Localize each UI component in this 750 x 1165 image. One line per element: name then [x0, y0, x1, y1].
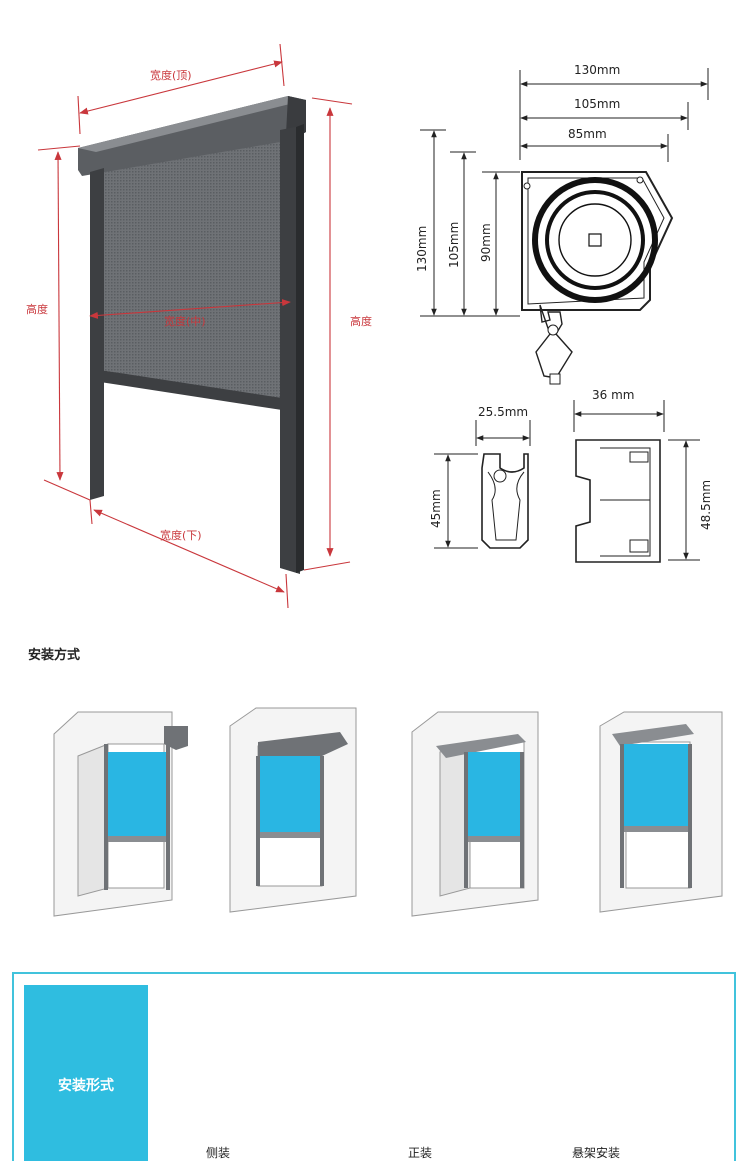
width-bottom-label: 宽度(下)	[160, 528, 202, 542]
install-way-1	[53, 711, 188, 917]
cassette-h130-label: 130mm	[415, 226, 429, 272]
cassette-section	[521, 171, 674, 385]
mount-form-badge: 安装形式	[24, 985, 148, 1161]
mount-front-label: 正装	[408, 1146, 433, 1160]
width-middle-label: 宽度(中)	[164, 314, 206, 328]
right-post	[280, 126, 300, 574]
rail-45-label: 45mm	[429, 489, 443, 528]
left-post	[90, 168, 104, 500]
rail-48-label: 48.5mm	[699, 480, 713, 530]
cassette-h105-label: 105mm	[447, 222, 461, 268]
cassette-dim-labels: 130mm 105mm 85mm 130mm 105mm 90mm	[415, 63, 620, 272]
product-illustration	[78, 96, 306, 574]
rail-dim-labels: 25.5mm 36 mm 45mm 48.5mm	[429, 388, 713, 530]
rail-36-label: 36 mm	[592, 388, 634, 402]
rail-profile-small	[481, 453, 529, 549]
cassette-h90-label: 90mm	[479, 223, 493, 262]
cassette-85-label: 85mm	[568, 127, 607, 141]
cassette-105-label: 105mm	[574, 97, 620, 111]
cassette-dim-lines	[420, 68, 709, 317]
mount-ceiling-label: 悬架安装	[572, 1146, 621, 1160]
install-way-3	[411, 711, 539, 917]
mount-form-badge-label: 安装形式	[58, 1078, 114, 1094]
cassette-box	[78, 96, 306, 176]
cassette-130-label: 130mm	[574, 63, 620, 77]
width-top-label: 宽度(顶)	[150, 68, 192, 82]
product-dimensions	[37, 43, 353, 609]
product-dimension-labels: 宽度(顶) 宽度(中) 宽度(下) 高度 高度	[26, 68, 372, 542]
install-way-2	[229, 707, 357, 913]
mesh-screen	[100, 132, 282, 400]
install-way-4	[599, 711, 723, 913]
rail-profile-large	[575, 439, 661, 563]
install-section-title: 安装方式	[28, 648, 81, 663]
mount-side-label: 侧装	[206, 1146, 231, 1160]
right-post-side	[296, 124, 304, 573]
rail-dim-lines	[434, 400, 700, 561]
height-right-label: 高度	[350, 314, 372, 328]
bottom-bar	[100, 370, 282, 410]
rail-25-label: 25.5mm	[478, 405, 528, 419]
height-left-label: 高度	[26, 302, 48, 316]
